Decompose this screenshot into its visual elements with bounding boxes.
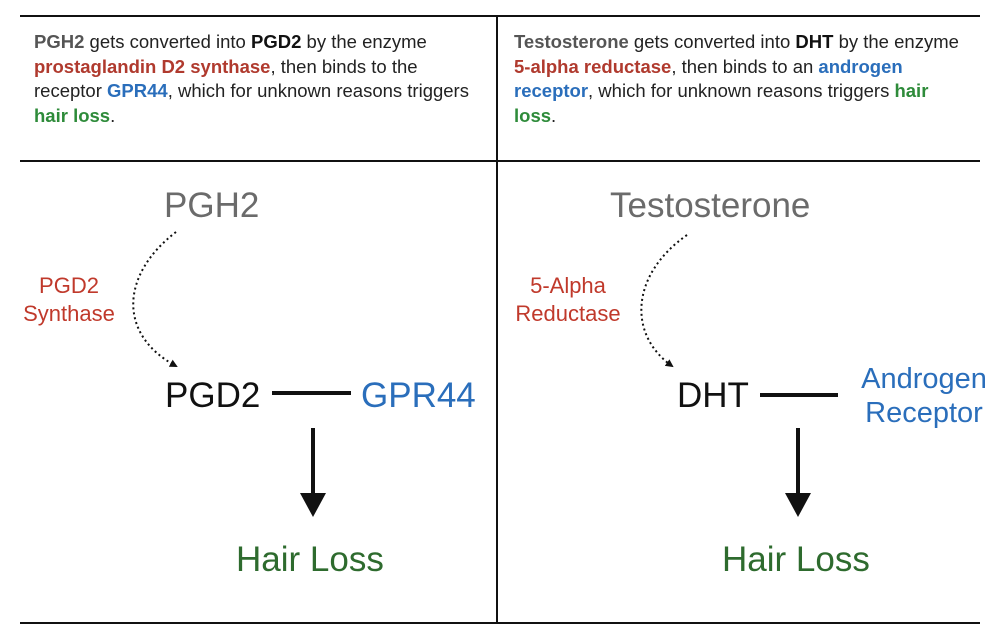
right-desc-receptor: androgen receptor bbox=[514, 55, 903, 102]
left-desc-text-2: by the enzyme bbox=[301, 31, 427, 52]
right-outcome-arrow-head bbox=[785, 493, 811, 517]
left-desc-enzyme: prostaglandin D2 synthase bbox=[34, 55, 271, 77]
top-rule bbox=[20, 15, 980, 17]
middle-rule bbox=[20, 160, 980, 162]
left-desc-receptor: GPR44 bbox=[107, 80, 168, 101]
right-desc-outcome: hair loss bbox=[514, 80, 929, 126]
left-desc-text-4: , which for unknown reasons triggers bbox=[167, 80, 469, 101]
right-receptor-line1: Androgen bbox=[861, 363, 987, 395]
left-outcome-arrow-head bbox=[300, 493, 326, 517]
left-conversion-arrow bbox=[132, 231, 178, 367]
column-divider bbox=[496, 15, 498, 624]
right-enzyme-line1: 5-Alpha bbox=[530, 273, 606, 298]
left-receptor-label: GPR44 bbox=[361, 376, 476, 415]
right-desc-text-1: gets converted into bbox=[628, 31, 796, 52]
right-product-label: DHT bbox=[677, 376, 749, 415]
bottom-rule bbox=[20, 622, 980, 624]
right-desc-text-5: . bbox=[551, 104, 557, 126]
left-description: PGH2 gets converted into PGD2 by the enz… bbox=[34, 30, 479, 128]
left-desc-product: PGD2 bbox=[251, 31, 302, 52]
left-desc-text-1: gets converted into bbox=[84, 31, 251, 52]
right-receptor-line2: Receptor bbox=[865, 397, 983, 429]
left-source-label: PGH2 bbox=[164, 186, 260, 225]
right-desc-enzyme: 5-alpha reductase bbox=[514, 55, 672, 77]
right-description: Testosterone gets converted into DHT by … bbox=[514, 30, 964, 128]
right-desc-product: DHT bbox=[795, 31, 834, 52]
left-desc-text-3: , then binds to the receptor bbox=[34, 55, 418, 102]
right-conversion-arrow bbox=[640, 234, 688, 368]
right-desc-source: Testosterone bbox=[514, 31, 629, 52]
right-receptor-label: Androgen Receptor bbox=[852, 362, 996, 430]
left-enzyme-line1: PGD2 bbox=[39, 273, 99, 298]
right-source-label: Testosterone bbox=[610, 186, 811, 225]
left-outcome-label: Hair Loss bbox=[236, 540, 384, 579]
left-desc-source: PGH2 bbox=[34, 31, 85, 52]
right-desc-text-4: , which for unknown reasons triggers bbox=[588, 80, 895, 101]
left-enzyme-line2: Synthase bbox=[23, 301, 115, 326]
left-desc-text-5: . bbox=[110, 104, 116, 126]
right-enzyme-line2: Reductase bbox=[515, 301, 621, 326]
left-enzyme-label: PGD2 Synthase bbox=[14, 272, 124, 328]
left-desc-outcome: hair loss bbox=[34, 104, 111, 126]
right-enzyme-label: 5-Alpha Reductase bbox=[506, 272, 630, 328]
right-desc-text-3: , then binds to an bbox=[671, 55, 819, 77]
right-desc-text-2: by the enzyme bbox=[833, 31, 959, 52]
left-product-label: PGD2 bbox=[165, 376, 261, 415]
right-outcome-label: Hair Loss bbox=[722, 540, 870, 579]
